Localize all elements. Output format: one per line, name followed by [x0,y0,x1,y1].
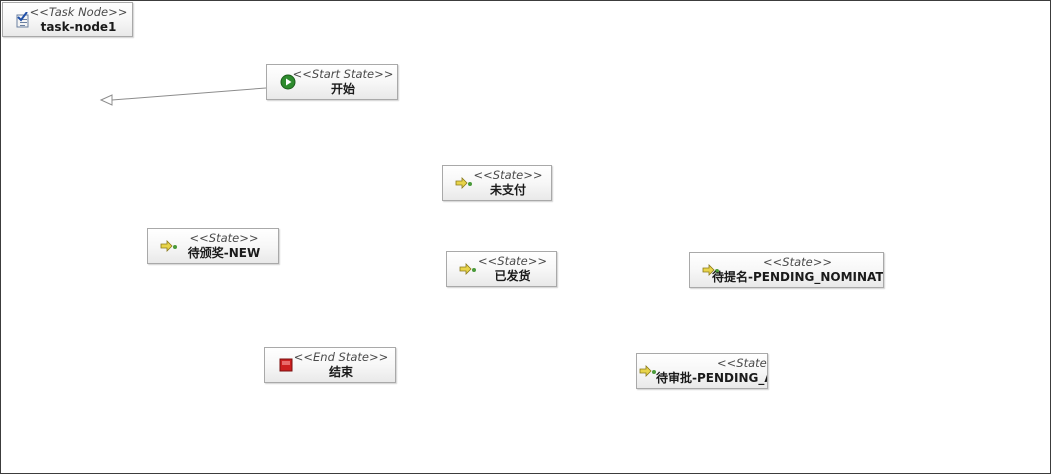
start-state-node[interactable]: <<Start State>> 开始 [266,64,398,100]
state-node-unpaid[interactable]: <<State>> 未支付 [442,165,552,201]
task-node[interactable]: <<Task Node>> task-node1 [2,2,133,37]
state-node-shipped[interactable]: <<State>> 已发货 [446,251,557,287]
state-arrow-icon [455,175,473,191]
end-state-node[interactable]: <<End State>> 结束 [264,347,396,383]
node-name: 已发货 [494,269,531,283]
node-stereotype: <<State>> [478,254,547,268]
node-name: 待颁奖-NEW [187,246,261,260]
node-name: 结束 [328,365,353,379]
transition-arrowhead [99,94,113,106]
node-name: 待审批-PENDING_APPROVAL [656,371,767,385]
state-node-pending-approval[interactable]: <<State>> 待审批-PENDING_APPROVAL [636,353,768,389]
node-stereotype: <<State>> [717,356,767,370]
node-name: 开始 [330,82,355,96]
node-stereotype: <<Task Node>> [29,5,128,19]
node-stereotype: <<State>> [189,231,259,245]
node-stereotype: <<Start State>> [292,67,394,81]
node-name: 未支付 [489,183,526,197]
state-arrow-icon [702,262,720,278]
task-node-icon [15,11,33,28]
state-node-pending-nominate[interactable]: <<State>> 待提名-PENDING_NOMINATE [689,252,884,288]
node-stereotype: <<End State>> [293,350,389,364]
node-name: task-node1 [40,20,117,34]
state-node-pending-award[interactable]: <<State>> 待颁奖-NEW [147,228,279,264]
state-arrow-icon [160,238,178,254]
transition-edge[interactable] [111,87,267,101]
node-name: 待提名-PENDING_NOMINATE [712,270,884,284]
node-stereotype: <<State>> [763,255,832,269]
end-state-icon [277,357,295,373]
node-stereotype: <<State>> [473,168,543,182]
start-state-icon [279,74,297,90]
state-arrow-icon [459,261,477,277]
state-arrow-icon [639,363,657,379]
